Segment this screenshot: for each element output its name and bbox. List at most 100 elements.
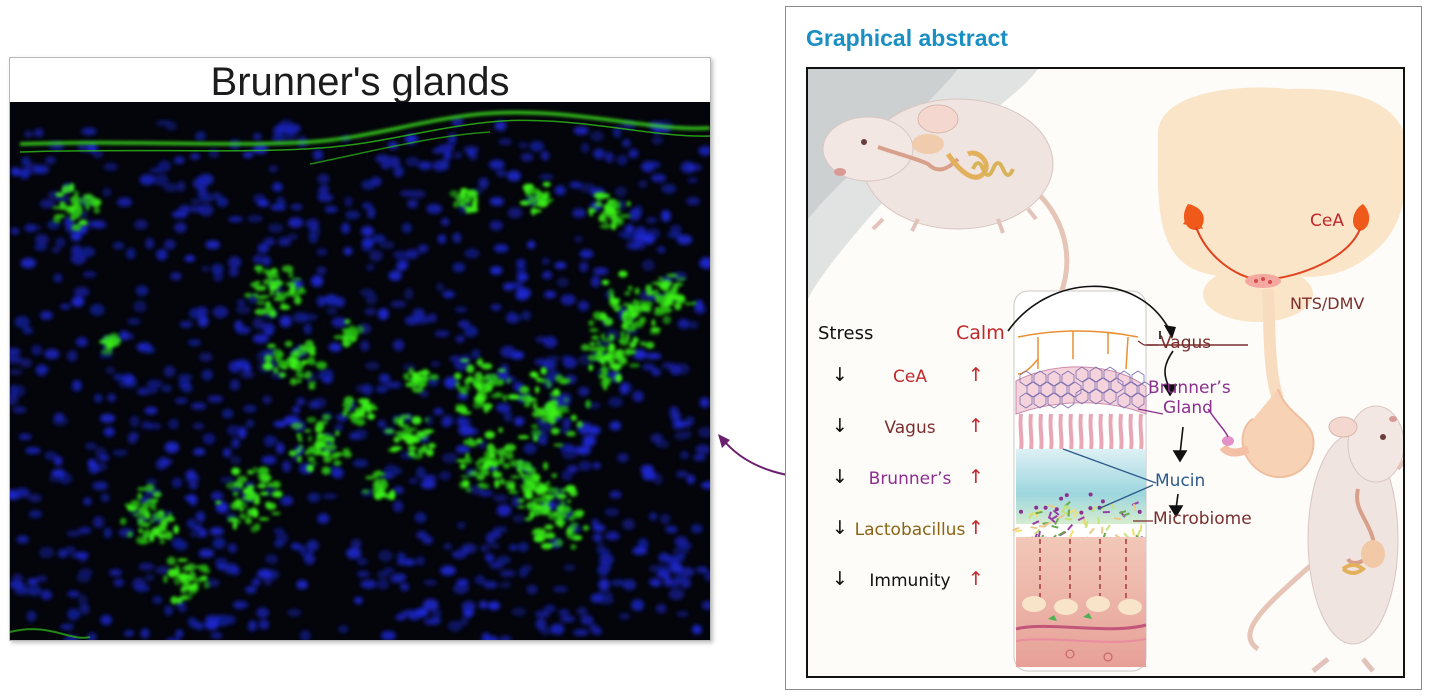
- dapi-nucleus: [138, 562, 155, 571]
- dapi-nucleus: [261, 455, 277, 465]
- dapi-nucleus: [80, 246, 95, 258]
- gfp-signal: [189, 576, 194, 582]
- dapi-nucleus: [327, 298, 341, 307]
- dapi-nucleus: [188, 482, 198, 490]
- dapi-nucleus: [458, 424, 474, 436]
- gfp-signal: [634, 287, 640, 295]
- gfp-signal: [108, 343, 114, 347]
- gfp-signal: [258, 517, 270, 521]
- gfp-signal: [410, 381, 417, 389]
- dapi-nucleus: [55, 237, 66, 248]
- dapi-nucleus: [186, 518, 196, 529]
- dapi-nucleus: [367, 206, 376, 219]
- dapi-nucleus: [561, 447, 577, 460]
- dapi-nucleus: [407, 199, 418, 209]
- villus: [1018, 413, 1024, 450]
- dapi-nucleus: [500, 345, 516, 358]
- gfp-signal: [246, 492, 256, 499]
- gfp-signal: [164, 516, 175, 522]
- dapi-nucleus: [193, 448, 206, 456]
- gland-cell: [1075, 388, 1089, 405]
- dapi-nucleus: [616, 154, 628, 166]
- gfp-signal: [570, 522, 579, 528]
- dapi-nucleus: [261, 256, 271, 266]
- gfp-signal: [421, 444, 428, 453]
- cea-brain-label: CeA: [1310, 211, 1344, 231]
- dapi-nucleus: [508, 544, 519, 551]
- gfp-signal: [127, 531, 133, 538]
- dapi-nucleus: [490, 304, 502, 311]
- dapi-nucleus: [313, 149, 324, 161]
- dapi-nucleus: [31, 344, 42, 356]
- gfp-signal: [609, 363, 620, 370]
- gfp-signal: [459, 463, 466, 470]
- dapi-nucleus: [356, 570, 370, 578]
- gfp-signal: [59, 201, 66, 206]
- dapi-nucleus: [686, 474, 695, 485]
- bacterium: [1097, 517, 1101, 525]
- dapi-nucleus: [507, 170, 521, 182]
- dapi-nucleus: [78, 527, 92, 534]
- bacterium: [1067, 509, 1070, 517]
- bacterium: [1069, 530, 1074, 538]
- gfp-signal: [488, 451, 494, 458]
- dapi-nucleus: [290, 203, 303, 211]
- bacterium: [1109, 502, 1116, 510]
- dapi-nucleus: [485, 553, 494, 563]
- dapi-nucleus: [388, 270, 402, 281]
- dapi-nucleus: [215, 501, 229, 514]
- gfp-signal: [551, 473, 558, 479]
- dapi-nucleus: [175, 629, 184, 638]
- gfp-signal: [624, 315, 634, 322]
- dapi-nucleus: [560, 294, 576, 306]
- dapi-nucleus: [202, 174, 213, 186]
- gfp-signal: [154, 513, 165, 520]
- dapi-nucleus: [197, 315, 209, 328]
- gfp-signal: [342, 412, 348, 417]
- gfp-signal: [519, 461, 532, 468]
- dapi-nucleus: [422, 598, 439, 611]
- dapi-nucleus: [171, 477, 183, 489]
- dapi-nucleus: [116, 197, 133, 207]
- gfp-signal: [231, 467, 241, 476]
- dapi-nucleus: [630, 242, 646, 250]
- dapi-nucleus: [243, 404, 257, 413]
- dapi-nucleus: [164, 605, 174, 616]
- gfp-signal: [499, 478, 505, 485]
- gfp-signal: [494, 392, 503, 396]
- gfp-signal: [673, 282, 684, 287]
- gfp-signal: [626, 201, 631, 207]
- dapi-nucleus: [401, 222, 412, 234]
- gfp-signal: [158, 526, 167, 532]
- dapi-nucleus: [261, 322, 275, 333]
- gland-cell: [1124, 381, 1138, 398]
- dapi-nucleus: [257, 199, 270, 207]
- dapi-nucleus: [398, 261, 408, 271]
- dapi-nucleus: [378, 373, 391, 384]
- dapi-nucleus: [133, 300, 147, 313]
- dapi-nucleus: [163, 365, 176, 377]
- gfp-signal: [255, 295, 267, 300]
- dapi-nucleus: [439, 471, 451, 481]
- gfp-signal: [546, 543, 556, 547]
- gfp-signal: [498, 427, 504, 433]
- dapi-nucleus: [412, 308, 425, 319]
- gfp-signal: [137, 487, 148, 491]
- gfp-signal: [344, 319, 351, 325]
- brunners-gland-cells: [1019, 366, 1152, 409]
- dapi-nucleus: [526, 584, 538, 595]
- gfp-signal: [280, 366, 289, 370]
- gfp-signal: [264, 354, 273, 363]
- gfp-signal: [543, 462, 549, 470]
- gfp-signal: [596, 340, 601, 346]
- gfp-signal: [232, 491, 239, 497]
- dapi-nucleus: [659, 513, 671, 525]
- dapi-nucleus: [416, 466, 426, 479]
- gfp-signal: [93, 206, 101, 214]
- dapi-nucleus: [680, 577, 691, 589]
- dapi-nucleus: [258, 619, 270, 630]
- gfp-signal: [254, 265, 264, 271]
- mucin-granule: [1079, 510, 1084, 515]
- dapi-nucleus: [350, 538, 362, 550]
- dapi-nucleus: [633, 204, 643, 217]
